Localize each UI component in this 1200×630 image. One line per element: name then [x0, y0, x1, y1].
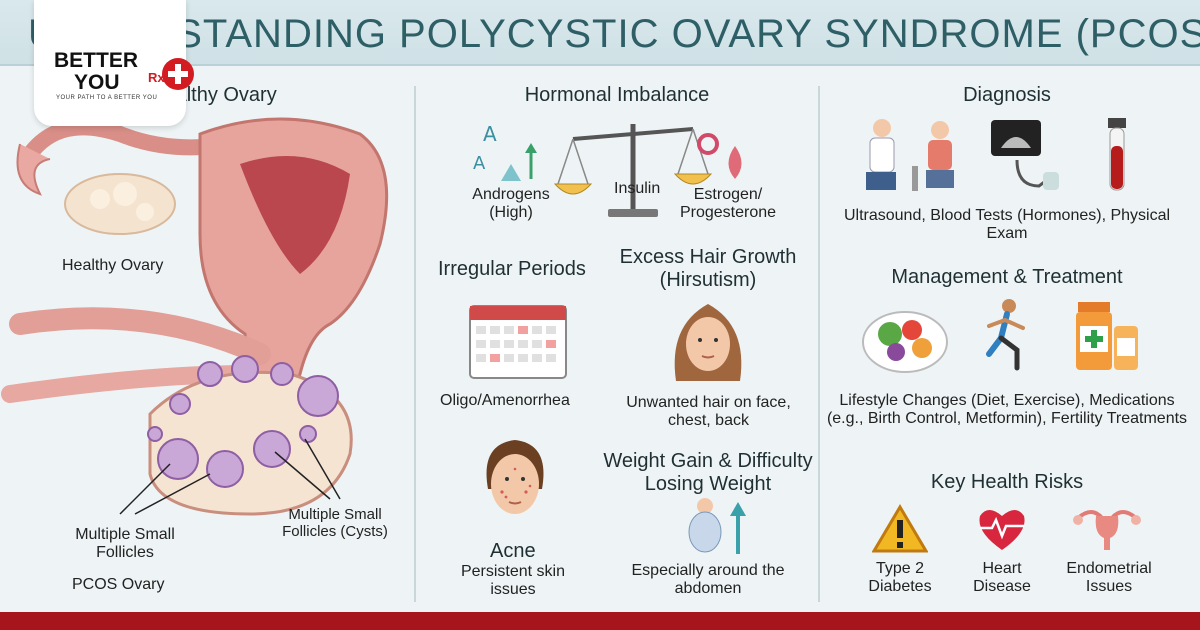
symptoms-panel: Hormonal Imbalance A A Androgens (High) …: [418, 74, 816, 606]
acne-face-icon: [486, 440, 544, 514]
column-divider-right: [818, 86, 820, 602]
brand-logo[interactable]: BETTER YOU Rx YOUR PATH TO A BETTER YOU: [34, 0, 194, 126]
blood-test-tube-icon: [1108, 118, 1126, 191]
logo-word-better: BETTER: [54, 49, 138, 72]
persistent-skin-label: Persistent skin issues: [460, 563, 566, 599]
ultrasound-icon: [991, 120, 1059, 190]
svg-text:A: A: [483, 122, 497, 146]
androgens-label: Androgens (High): [472, 186, 550, 222]
logo-word-you: YOU: [74, 71, 120, 94]
diagnosis-caption: Ultrasound, Blood Tests (Hormones), Phys…: [843, 207, 1171, 243]
calendar-icon: [469, 305, 567, 379]
follicles-label: Multiple Small Follicles: [75, 526, 175, 562]
healthy-ovary-label: Healthy Ovary: [62, 257, 164, 274]
risk-endometrial-issues: Endometrial Issues: [1066, 560, 1152, 596]
footer-accent-bar: [0, 612, 1200, 630]
management-caption: Lifestyle Changes (Diet, Exercise), Medi…: [826, 392, 1188, 428]
key-health-risks-heading: Key Health Risks: [930, 471, 1084, 493]
warning-triangle-icon: [872, 504, 928, 553]
management-heading: Management & Treatment: [891, 266, 1123, 288]
svg-text:A: A: [473, 153, 486, 174]
weight-gain-icon: [688, 498, 746, 554]
risk-heart-disease: Heart Disease: [973, 560, 1031, 596]
hormone-drop-icon: [697, 133, 742, 179]
uterus-icon: [1073, 510, 1141, 550]
healthy-food-icon: [862, 311, 948, 373]
diagnosis-heading: Diagnosis: [963, 84, 1051, 106]
estrogen-label: Estrogen/ Progesterone: [679, 186, 777, 222]
logo-rx: Rx: [148, 70, 165, 85]
insulin-label: Insulin: [614, 180, 661, 197]
androgen-letters-icon: A A: [473, 122, 537, 181]
unwanted-hair-label: Unwanted hair on face, chest, back: [626, 394, 791, 430]
abdomen-label: Especially around the abdomen: [631, 562, 785, 598]
page-title: UNDERSTANDING POLYCYSTIC OVARY SYNDROME …: [28, 12, 1200, 56]
medication-bottles-icon: [1076, 302, 1138, 370]
anatomy-panel: Healthy Ovary Healthy Ovary Multiple Sma…: [0, 74, 412, 606]
hormonal-imbalance-heading: Hormonal Imbalance: [524, 84, 710, 106]
uterus-anatomy-illustration: [1, 117, 389, 516]
column-divider-left: [414, 86, 416, 602]
hirsutism-heading: Excess Hair Growth (Hirsutism): [619, 246, 797, 291]
woman-face-icon: [674, 304, 742, 381]
cysts-label: Multiple Small Follicles (Cysts): [282, 506, 388, 541]
running-person-icon: [986, 299, 1025, 371]
balance-scale-icon: [553, 124, 713, 217]
medical-cross-icon: [162, 58, 194, 90]
heart-ecg-icon: [979, 510, 1025, 550]
acne-heading: Acne: [490, 540, 536, 562]
logo-tagline: YOUR PATH TO A BETTER YOU: [56, 95, 158, 101]
doctor-consultation-icon: [866, 119, 954, 191]
irregular-periods-heading: Irregular Periods: [438, 258, 586, 280]
risk-type2-diabetes: Type 2 Diabetes: [868, 560, 932, 596]
diagnosis-treatment-panel: Diagnosis Ultrasound, Blood Tests (Hormo…: [822, 74, 1192, 606]
oligo-amenorrhea-label: Oligo/Amenorrhea: [440, 392, 570, 409]
pcos-ovary-label: PCOS Ovary: [72, 576, 165, 593]
weight-gain-heading: Weight Gain & Difficulty Losing Weight: [603, 450, 813, 495]
title-bar: UNDERSTANDING POLYCYSTIC OVARY SYNDROME …: [0, 0, 1200, 66]
